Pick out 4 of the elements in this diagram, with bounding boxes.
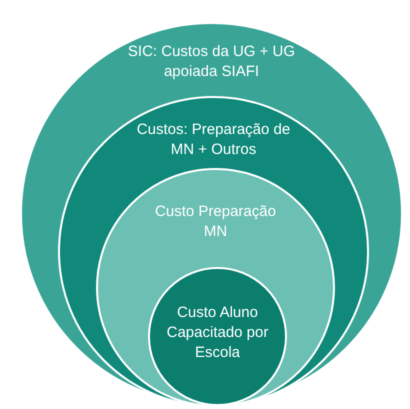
circle-label: SIC: Custos da UG + UG apoiada SIAFI (126, 42, 296, 82)
circle-label: Custo Preparação MN (154, 202, 277, 242)
circle-label: Custo Aluno Capacitado por Escola (166, 303, 270, 363)
circle-label: Custos: Preparação de MN + Outros (136, 120, 292, 160)
